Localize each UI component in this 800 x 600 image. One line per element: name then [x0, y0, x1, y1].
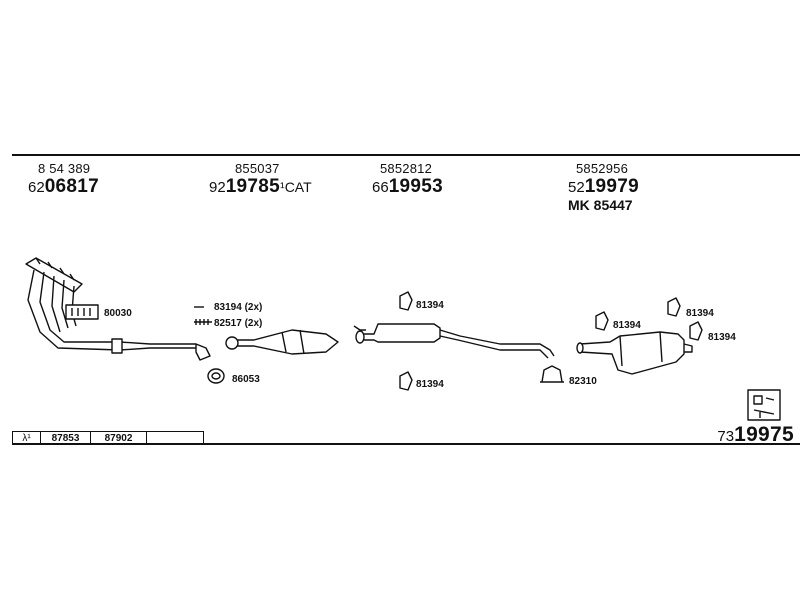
part-prefix: 92 — [209, 179, 226, 196]
clamp-label: 82310 — [569, 376, 597, 387]
middle-silencer-icon — [353, 323, 555, 359]
hanger-label: 81394 — [686, 308, 714, 319]
part-number: 19979 — [584, 176, 640, 197]
reference-number: 5852812 — [380, 161, 433, 176]
hanger-label: 81394 — [708, 332, 736, 343]
baseline-divider — [12, 443, 800, 445]
header-divider — [12, 154, 800, 156]
reference-number: 8 54 389 — [38, 161, 91, 176]
hanger-label: 81394 — [416, 379, 444, 390]
part-prefix: 66 — [372, 179, 389, 196]
lambda-sensor-table: λ¹ 87853 87902 — [12, 431, 204, 445]
rubber-hanger-icon — [399, 291, 703, 391]
complete-system-number: 7319975 — [717, 424, 794, 445]
part-prefix: 73 — [717, 428, 735, 445]
rear-silencer-icon — [576, 331, 693, 375]
part-number: 19975 — [734, 423, 794, 446]
part-group-rear-silencer: 5852956 5219979 MK 85447 — [568, 161, 640, 212]
bolt-kit-label-a: 83194 (2x) — [214, 302, 263, 313]
hanger-label: 81394 — [613, 320, 641, 331]
mounting-kit-number: MK 85447 — [568, 197, 633, 213]
part-suffix: ¹CAT — [280, 179, 312, 195]
manifold-clamp-icon — [65, 304, 99, 320]
reference-number: 5852956 — [576, 161, 629, 176]
bolt-kit-icon — [194, 306, 212, 325]
part-number: 19953 — [388, 176, 444, 197]
hanger-label: 81394 — [416, 300, 444, 311]
gasket-ring-icon — [207, 368, 225, 384]
reference-number: 855037 — [235, 161, 280, 176]
part-number: 06817 — [44, 176, 100, 197]
exhaust-manifold-icon — [25, 257, 211, 361]
lambda-symbol: λ¹ — [13, 432, 41, 445]
manifold-clamp-label: 80030 — [104, 308, 132, 319]
part-group-middle-silencer: 5852812 6619953 — [372, 161, 444, 197]
part-group-manifold: 8 54 389 6206817 — [28, 161, 100, 197]
part-prefix: 62 — [28, 179, 45, 196]
mounting-kit-icon — [747, 389, 781, 421]
clamp-icon — [540, 365, 564, 383]
table-cell: 87902 — [91, 432, 147, 445]
part-prefix: 52 — [568, 179, 585, 196]
table-cell: 87853 — [41, 432, 91, 445]
part-group-catalyst: 855037 9219785¹CAT — [209, 161, 312, 196]
bolt-kit-label-b: 82517 (2x) — [214, 318, 263, 329]
catalytic-converter-icon — [225, 329, 339, 355]
gasket-ring-label: 86053 — [232, 374, 260, 385]
part-number: 19785 — [225, 176, 281, 197]
